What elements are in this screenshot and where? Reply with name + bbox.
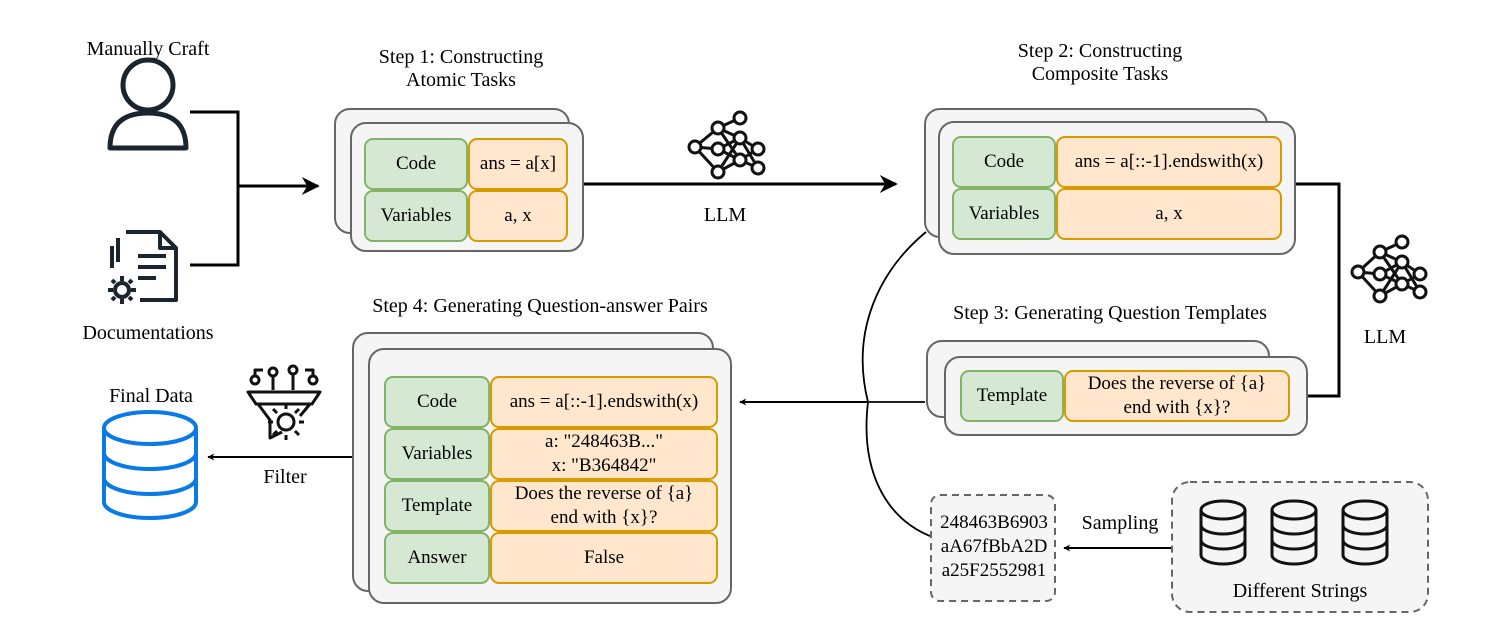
step3-template-label: Template [960, 370, 1064, 422]
sources-connector [190, 110, 320, 267]
step2-vars-value: a, x [1056, 188, 1282, 240]
step4-vars-label: Variables [384, 428, 490, 480]
docs-label: Documentations [82, 322, 214, 344]
arrow-step2-to-step3 [1282, 182, 1341, 405]
step1-code-value: ans = a[x] [468, 138, 568, 190]
database-icon [1270, 499, 1318, 566]
step4-code-value: ans = a[::-1].endswith(x) [490, 376, 718, 428]
sampling-label: Sampling [1081, 512, 1159, 534]
step1-vars-label: Variables [364, 190, 468, 242]
funnel-gear-icon [246, 364, 322, 440]
document-gear-icon [108, 230, 178, 304]
manual-label: Manually Craft [86, 38, 210, 60]
step4-answer-label: Answer [384, 532, 490, 584]
llm2-label: LLM [1363, 326, 1407, 348]
samples-box [930, 494, 1056, 602]
llm1-label: LLM [703, 204, 747, 226]
database-icon [1341, 499, 1389, 566]
step4-code-label: Code [384, 376, 490, 428]
step1-code-label: Code [364, 138, 468, 190]
database-icon [102, 410, 198, 520]
step4-template-value: Does the reverse of {a} end with {x}? [490, 480, 718, 532]
step3-template-value: Does the reverse of {a} end with {x}? [1064, 370, 1290, 422]
step4-title: Step 4: Generating Question-answer Pairs [372, 295, 708, 317]
step4-template-label: Template [384, 480, 490, 532]
step4-answer-value: False [490, 532, 718, 584]
step1-title: Step 1: Constructing Atomic Tasks [378, 46, 544, 91]
neural-network-icon-2 [1350, 234, 1428, 304]
step2-vars-label: Variables [952, 188, 1056, 240]
final-data-label: Final Data [109, 385, 193, 407]
step2-code-label: Code [952, 136, 1056, 188]
strings-label: Different Strings [1232, 580, 1368, 602]
step1-vars-value: a, x [468, 190, 568, 242]
person-icon [107, 57, 189, 151]
neural-network-icon-1 [687, 110, 766, 180]
strings-group [1171, 481, 1429, 613]
step4-vars-value: a: "248463B..." x: "B364842" [490, 428, 718, 480]
merge-curves [739, 231, 936, 539]
database-icon [1199, 499, 1247, 566]
step2-code-value: ans = a[::-1].endswith(x) [1056, 136, 1282, 188]
samples-list: 248463B6903 aA67fBbA2D a25F2552981 [940, 512, 1048, 581]
filter-label: Filter [263, 466, 307, 488]
step2-title: Step 2: Constructing Composite Tasks [1017, 40, 1183, 85]
step3-title: Step 3: Generating Question Templates [953, 302, 1267, 324]
